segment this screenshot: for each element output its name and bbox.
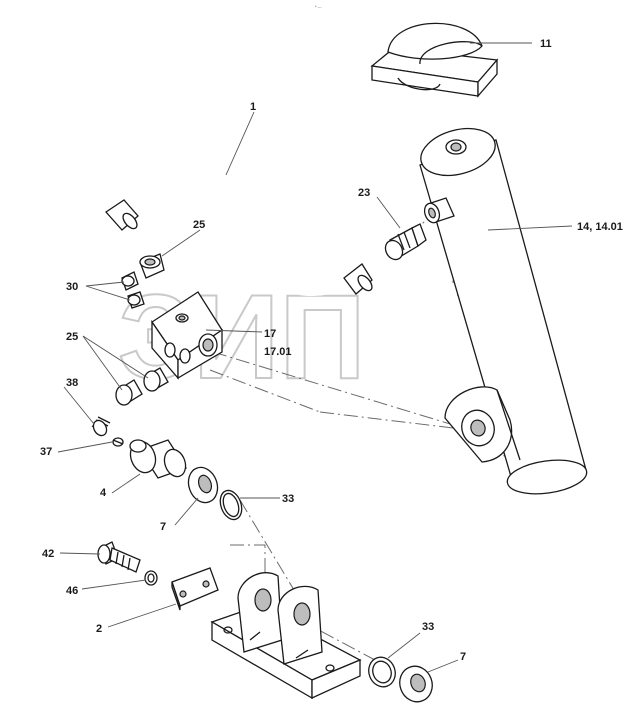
spring-part-38 bbox=[91, 416, 111, 437]
rubber-buffer-part-11 bbox=[370, 22, 499, 98]
washer-part-46 bbox=[144, 570, 158, 586]
oring-part-33-top bbox=[219, 489, 243, 521]
adapter-fitting-part-23 bbox=[384, 223, 427, 261]
hydraulic-pipe-part-1 bbox=[92, 114, 373, 297]
leader-lines bbox=[57, 42, 573, 673]
callout-33-top: 33 bbox=[282, 493, 294, 505]
valve-block-part-17 bbox=[151, 291, 223, 380]
plug-part-25-lower bbox=[115, 367, 169, 406]
locking-plate-part-2 bbox=[171, 567, 219, 611]
callout-38: 38 bbox=[66, 377, 78, 389]
pivot-pin-part-4 bbox=[129, 439, 187, 479]
callout-7-top: 7 bbox=[160, 521, 166, 533]
cylinder-bushing bbox=[423, 197, 455, 224]
washer-part-7-bottom bbox=[399, 665, 433, 703]
callout-30: 30 bbox=[66, 281, 78, 293]
callout-33-bottom: 33 bbox=[422, 621, 434, 633]
callout-7-bottom: 7 bbox=[460, 651, 466, 663]
callout-labels: 1 11 23 14, 14.01 25 30 17 17.01 25 38 3… bbox=[40, 38, 623, 663]
callout-1: 1 bbox=[250, 101, 256, 113]
callout-14: 14, 14.01 bbox=[577, 221, 623, 233]
callout-37: 37 bbox=[40, 446, 52, 458]
bolt-part-42 bbox=[97, 541, 141, 573]
callout-42: 42 bbox=[42, 548, 54, 560]
callout-23: 23 bbox=[358, 187, 370, 199]
callout-17-01: 17.01 bbox=[264, 346, 292, 358]
callout-25-lower: 25 bbox=[66, 331, 78, 343]
callout-17: 17 bbox=[264, 328, 276, 340]
plug-part-30 bbox=[121, 271, 145, 309]
mounting-bracket bbox=[210, 572, 362, 700]
hydraulic-cylinder-part-14 bbox=[419, 127, 588, 495]
callout-25-top: 25 bbox=[193, 219, 205, 231]
callout-46: 46 bbox=[66, 585, 78, 597]
plug-part-25-top bbox=[139, 253, 165, 279]
header-mark: * --- bbox=[315, 4, 322, 9]
callout-2: 2 bbox=[96, 623, 102, 635]
callout-11: 11 bbox=[540, 38, 552, 50]
callout-4: 4 bbox=[100, 487, 107, 499]
washer-part-7-top bbox=[187, 466, 219, 504]
oring-part-33-bottom bbox=[368, 656, 396, 688]
ball-part-37 bbox=[112, 437, 124, 447]
